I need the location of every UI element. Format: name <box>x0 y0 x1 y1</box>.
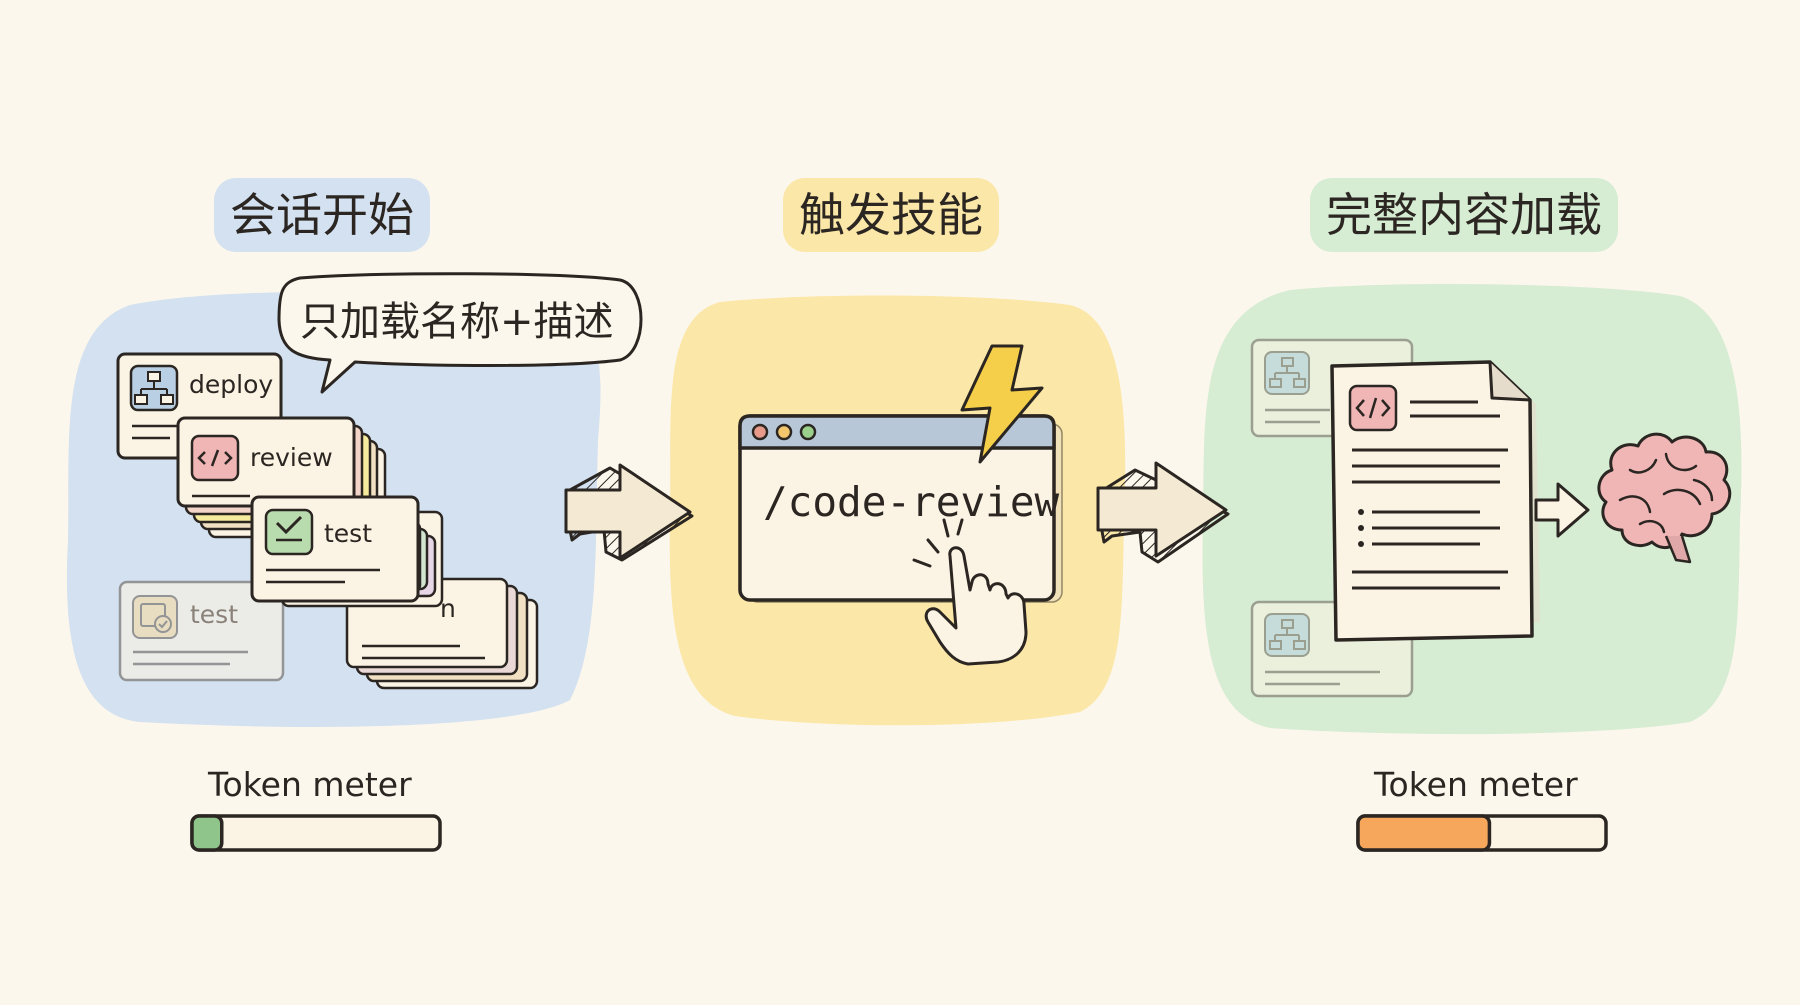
skill-card-label-deploy: deploy <box>189 370 274 399</box>
lightning-icon <box>960 344 1044 464</box>
token-meter-1-bar <box>190 814 442 852</box>
token-meter-2-label: Token meter <box>1374 765 1578 804</box>
browser-window <box>738 414 1063 603</box>
skill-card-label-n: n <box>440 594 456 623</box>
arrow-right-icon <box>1096 461 1230 564</box>
stage-3-title: 完整内容加载 <box>1310 178 1618 252</box>
token-meter-2-bar <box>1356 814 1608 852</box>
speech-bubble-text: 只加载名称+描述 <box>300 299 614 345</box>
skill-card-test <box>250 495 444 608</box>
stage-1-title: 会话开始 <box>214 178 430 252</box>
skill-card-label-test-faded: test <box>190 600 239 629</box>
hand-pointer-icon <box>912 518 1028 666</box>
arrow-right-icon <box>1534 482 1590 538</box>
document-icon <box>1330 360 1540 642</box>
token-meter-1-fill <box>190 814 224 852</box>
skill-card-label-test: test <box>324 519 373 548</box>
command-text: /code-review <box>763 478 1060 526</box>
token-meter-1-label: Token meter <box>208 765 412 804</box>
speech-bubble <box>277 272 643 394</box>
skill-card-test-faded <box>118 580 285 682</box>
skill-card-label-review: review <box>250 443 333 472</box>
brain-icon <box>1597 432 1732 564</box>
stage-2-title: 触发技能 <box>783 178 999 252</box>
arrow-right-icon <box>564 463 694 562</box>
token-meter-2-fill <box>1356 814 1492 852</box>
